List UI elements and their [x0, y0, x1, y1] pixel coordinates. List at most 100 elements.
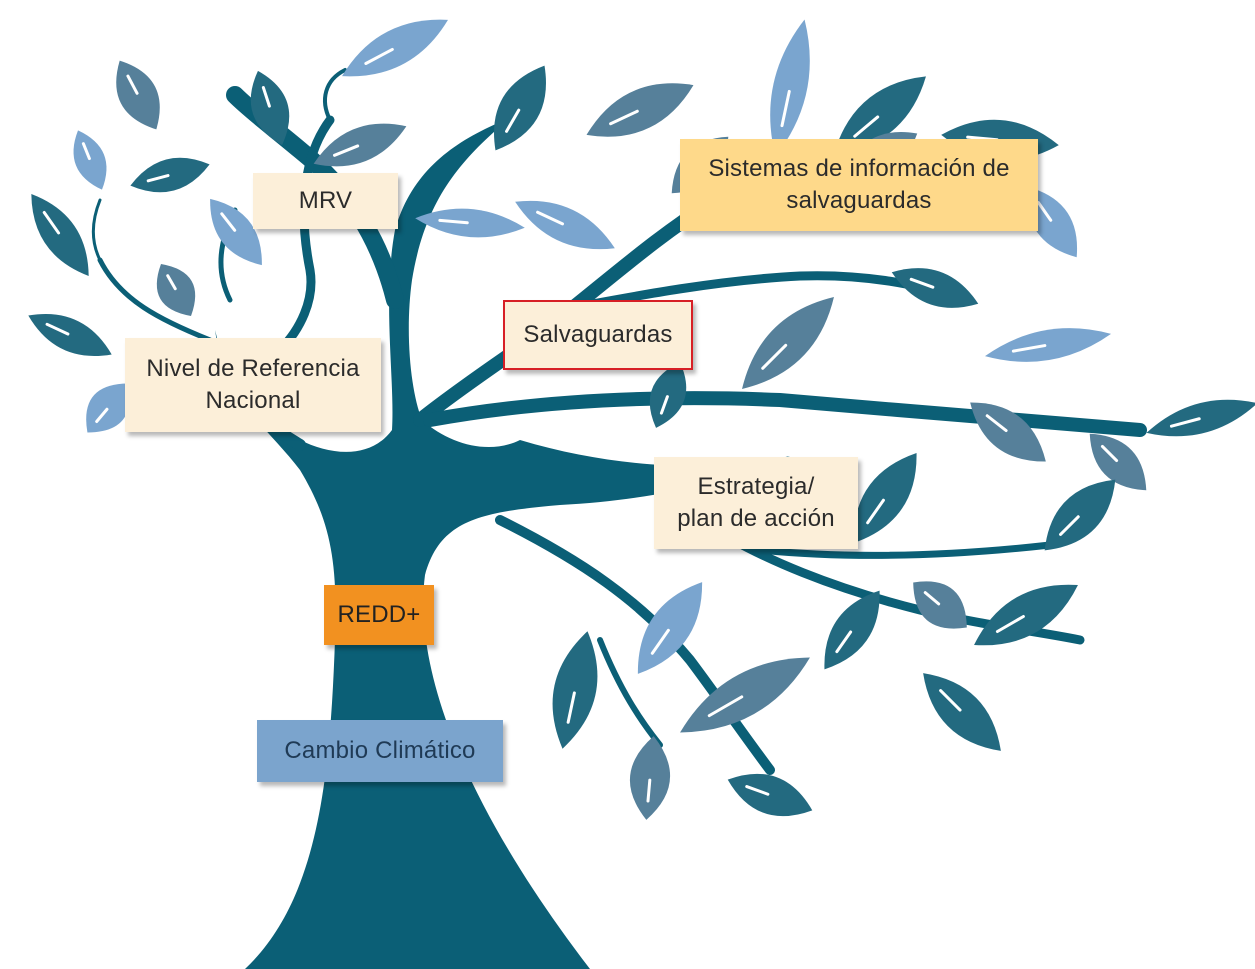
- leaf-5: [130, 157, 210, 193]
- leaf-10: [86, 383, 130, 433]
- leaf-2: [116, 60, 160, 130]
- leaf-24-blade: [649, 362, 687, 428]
- leaf-9-vein: [45, 322, 70, 336]
- branch-11: [756, 541, 1054, 559]
- leaf-27: [1146, 399, 1255, 437]
- leaf-30: [1044, 479, 1116, 551]
- leaf-22-blade: [891, 268, 979, 308]
- leaf-16-blade: [770, 19, 810, 157]
- leaf-2-vein: [126, 74, 139, 95]
- leaf-38-blade: [727, 773, 813, 817]
- leaf-16-vein: [780, 89, 791, 128]
- leaf-14-vein: [536, 210, 565, 226]
- leaf-39: [824, 590, 880, 670]
- leaf-37-blade: [629, 736, 671, 820]
- leaf-16: [770, 19, 810, 157]
- leaf-10-vein: [95, 407, 109, 423]
- leaf-6: [31, 194, 89, 276]
- leaf-25: [984, 328, 1112, 362]
- leaf-31: [974, 584, 1078, 646]
- leaf-6-blade: [31, 194, 89, 276]
- leaf-34-vein: [650, 628, 670, 655]
- leaf-36-vein: [566, 691, 576, 724]
- leaf-26: [970, 402, 1046, 462]
- leaf-8-vein: [166, 274, 177, 291]
- leaf-26-vein: [985, 414, 1008, 433]
- branch-4: [97, 257, 213, 343]
- label-redd-text: REDD+: [337, 601, 421, 628]
- leaf-33-vein: [939, 689, 962, 712]
- label-estrategia-text: Estrategia/ plan de acción: [677, 473, 835, 532]
- leaf-1-vein: [364, 47, 394, 65]
- leaf-24: [649, 362, 687, 428]
- branch-12: [597, 637, 663, 748]
- leaf-31-vein: [995, 615, 1025, 633]
- leaf-27-blade: [1146, 399, 1255, 437]
- leaf-7: [210, 198, 262, 266]
- label-mrv: MRV: [253, 173, 398, 229]
- leaf-23: [742, 297, 834, 389]
- leaf-33-blade: [923, 673, 1001, 751]
- tree-leaves: [28, 19, 1255, 820]
- leaf-3-vein: [261, 86, 271, 108]
- label-estrategia-plan-accion: Estrategia/ plan de acción: [654, 457, 858, 549]
- leaf-13-vein: [609, 109, 639, 126]
- leaf-11-vein: [333, 144, 360, 157]
- leaf-39-vein: [835, 630, 853, 654]
- leaf-33: [923, 673, 1001, 751]
- leaf-35-vein: [707, 695, 744, 718]
- branch-13: [323, 68, 347, 122]
- leaf-4: [73, 130, 107, 190]
- branch-3: [275, 115, 335, 355]
- leaf-1-blade: [342, 19, 448, 77]
- leaf-3-blade: [250, 70, 290, 146]
- leaf-12-vein: [505, 108, 521, 133]
- leaf-34-blade: [637, 582, 703, 674]
- leaf-5-vein: [146, 174, 170, 183]
- leaf-9-blade: [28, 314, 112, 356]
- leaf-30-blade: [1044, 479, 1116, 551]
- leaf-1: [342, 19, 448, 77]
- leaf-8: [156, 264, 196, 316]
- leaf-7-vein: [220, 212, 237, 232]
- leaf-6-vein: [42, 210, 61, 235]
- leaf-36: [552, 631, 598, 749]
- leaf-24-vein: [659, 395, 669, 415]
- branch-9: [495, 515, 775, 775]
- leaf-29-vein: [866, 498, 885, 525]
- label-mrv-text: MRV: [298, 187, 353, 214]
- label-nivel-text: Nivel de Referencia Nacional: [146, 355, 360, 414]
- leaf-25-vein: [1011, 344, 1047, 353]
- leaf-15-blade: [415, 208, 525, 238]
- leaf-5-blade: [130, 157, 210, 193]
- label-cambio-text: Cambio Climático: [284, 737, 476, 764]
- leaf-36-blade: [552, 631, 598, 749]
- leaf-13: [586, 83, 694, 137]
- leaf-2-blade: [116, 60, 160, 130]
- leaf-37: [629, 736, 671, 820]
- leaf-15-vein: [438, 218, 469, 225]
- leaf-21-vein: [1036, 201, 1053, 222]
- leaf-23-vein: [761, 343, 788, 370]
- leaf-14: [515, 200, 615, 250]
- leaf-21: [1026, 186, 1078, 258]
- label-sistemas-informacion-salvaguardas: Sistemas de información de salvaguardas: [680, 139, 1038, 231]
- leaf-4-vein: [81, 142, 91, 161]
- label-cambio-climatico: Cambio Climático: [257, 720, 503, 782]
- leaf-17: [834, 76, 926, 154]
- leaf-32-vein: [923, 591, 941, 606]
- leaf-38-vein: [745, 785, 770, 796]
- leaf-17-vein: [853, 115, 880, 138]
- label-redd-plus: REDD+: [324, 585, 434, 645]
- label-sistemas-text: Sistemas de información de salvaguardas: [708, 155, 1010, 214]
- leaf-23-blade: [742, 297, 834, 389]
- branch-8: [423, 391, 1147, 437]
- leaf-12-blade: [494, 65, 546, 151]
- leaf-26-blade: [970, 402, 1046, 462]
- leaf-12: [494, 65, 546, 151]
- leaf-22: [891, 268, 979, 308]
- leaf-32: [913, 581, 967, 629]
- leaf-29: [853, 452, 917, 544]
